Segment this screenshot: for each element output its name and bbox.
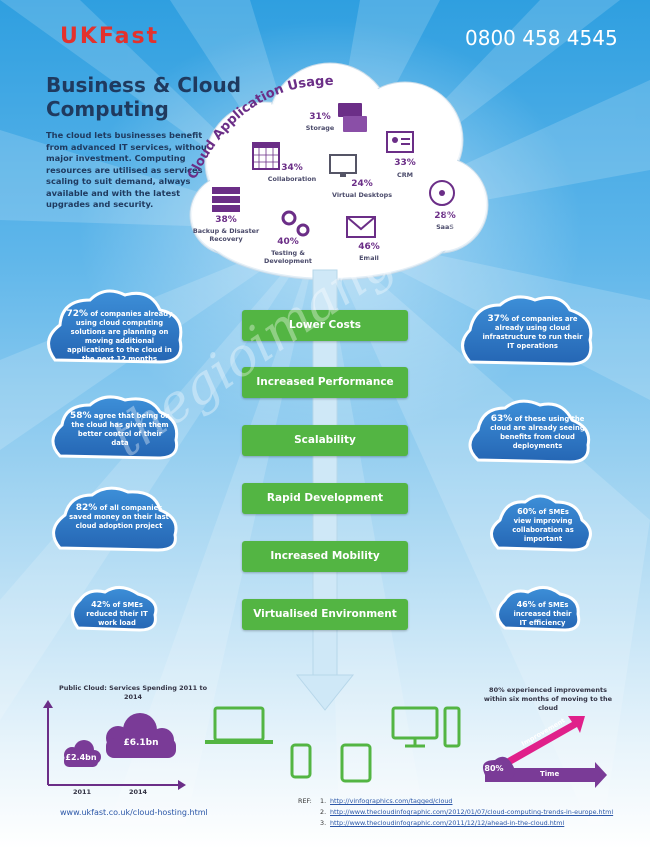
crm-label: CRM <box>397 171 413 179</box>
monitor-icon <box>329 154 357 177</box>
backup-label: Backup & Disaster Recovery <box>192 227 260 243</box>
benefit-lower-costs: Lower Costs <box>242 310 408 341</box>
time-axis-label: Time <box>540 770 560 778</box>
footer-url-link[interactable]: www.ukfast.co.uk/cloud-hosting.html <box>60 808 208 817</box>
improvement-title: 80% experienced improvements within six … <box>483 686 613 712</box>
spending-year-2014: 2014 <box>128 788 148 796</box>
contact-card-icon <box>386 131 414 153</box>
benefit-increased-mobility: Increased Mobility <box>242 541 408 572</box>
spending-value-2011: £2.4bn <box>65 753 97 762</box>
benefit-increased-performance: Increased Performance <box>242 367 408 398</box>
bubble-right-1 <box>461 295 593 366</box>
envelope-icon <box>346 216 376 238</box>
disc-icon <box>429 180 455 206</box>
ref-link-3[interactable]: http://www.thecloudinfographic.com/2011/… <box>330 819 565 827</box>
improvement-pct: 80% <box>484 764 504 773</box>
gears-icon <box>281 210 310 237</box>
collaboration-pct: 34% <box>281 163 303 173</box>
stat-left-3: 82% of all companies saved money on thei… <box>69 503 169 531</box>
spending-value-2014: £6.1bn <box>123 738 159 748</box>
laptop-icon <box>205 706 273 744</box>
desktop-icon <box>391 706 461 748</box>
tablet-icon <box>340 743 372 783</box>
ref-num-2: 2. <box>320 808 327 816</box>
stat-right-2: 63% of these using the cloud are already… <box>490 414 585 451</box>
spending-year-2011: 2011 <box>72 788 92 796</box>
bubble-left-3 <box>52 486 178 552</box>
ref-link-2[interactable]: http://www.thecloudinfographic.com/2012/… <box>330 808 614 816</box>
ukfast-logo: UKFast <box>60 24 160 49</box>
collaboration-label: Collaboration <box>267 175 317 183</box>
bubble-left-2 <box>51 395 179 460</box>
smartphone-icon <box>290 743 312 779</box>
benefit-scalability: Scalability <box>242 425 408 456</box>
virtual-desktops-pct: 24% <box>351 179 373 189</box>
folder-icon <box>338 103 367 132</box>
stat-left-2: 58% agree that being on the cloud has gi… <box>70 411 170 448</box>
page-title: Business & Cloud Computing <box>46 73 242 121</box>
spending-cloud-2011 <box>64 740 101 767</box>
email-label: Email <box>359 254 379 262</box>
saas-label: SaaS <box>436 223 454 231</box>
stat-left-4: 42% of SMEs reduced their IT work load <box>86 600 148 627</box>
backup-pct: 38% <box>215 215 237 225</box>
storage-label: Storage <box>305 124 335 132</box>
benefit-virtualised-environment: Virtualised Environment <box>242 599 408 630</box>
time-arrow <box>485 762 607 788</box>
ref-num-1: 1. <box>320 797 327 805</box>
bubble-right-2 <box>468 399 591 464</box>
testing-label: Testing & Development <box>264 249 312 265</box>
ref-label: REF: <box>298 797 312 805</box>
stat-right-1: 37% of companies are already using cloud… <box>482 314 583 351</box>
ref-num-3: 3. <box>320 819 327 827</box>
virtual-desktops-label: Virtual Desktops <box>331 191 393 199</box>
ref-link-1[interactable]: http://vinfographics.com/tagged/cloud <box>330 797 453 805</box>
saas-pct: 28% <box>434 211 456 221</box>
storage-pct: 31% <box>309 112 331 122</box>
stat-right-4: 46% of SMEs increased their IT efficienc… <box>513 600 572 627</box>
crm-pct: 33% <box>394 158 416 168</box>
email-pct: 46% <box>358 242 380 252</box>
improvement-arrow <box>490 716 585 772</box>
stat-right-3: 60% of SMEs view improving collaboration… <box>512 507 574 543</box>
intro-text: The cloud lets businesses benefit from a… <box>46 130 211 209</box>
phone-number: 0800 458 4545 <box>465 26 618 50</box>
benefit-rapid-development: Rapid Development <box>242 483 408 514</box>
calendar-icon <box>252 142 280 170</box>
server-stack-icon <box>212 187 240 212</box>
bubble-left-4 <box>71 586 158 632</box>
spending-cloud-2014 <box>106 713 176 758</box>
stat-left-1: 72% of companies already using cloud com… <box>66 309 173 364</box>
bubble-left-1 <box>47 289 183 364</box>
bubble-right-3 <box>490 494 592 552</box>
testing-pct: 40% <box>277 237 299 247</box>
spending-title: Public Cloud: Services Spending 2011 to … <box>58 684 208 701</box>
bubble-right-4 <box>496 586 581 632</box>
